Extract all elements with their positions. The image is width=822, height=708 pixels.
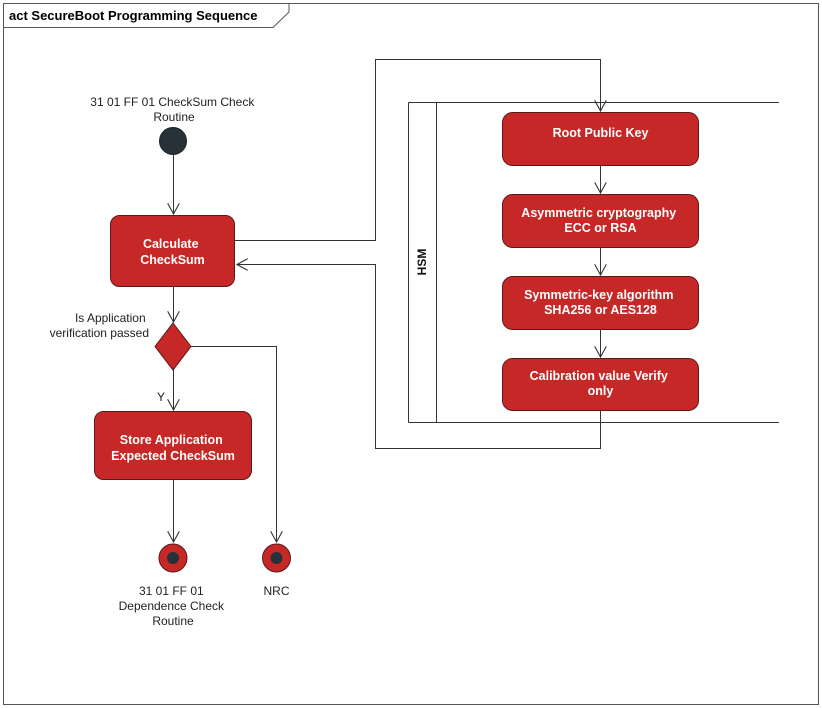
final-node-nrc-label: NRC: [264, 584, 290, 598]
activity-store-checksum[interactable]: Store Application Expected CheckSum: [94, 411, 252, 480]
final-node-nrc[interactable]: [262, 543, 291, 573]
final-node-dependence[interactable]: [158, 543, 188, 573]
activity-symmetric-key[interactable]: Symmetric-key algorithm SHA256 or AES128: [502, 276, 699, 330]
activity-calculate-checksum[interactable]: Calculate CheckSum: [110, 215, 235, 287]
frame-title: act SecureBoot Programming Sequence: [9, 8, 258, 23]
activity-store-label: Store Application Expected CheckSum: [111, 433, 235, 463]
initial-node-label: 31 01 FF 01 CheckSum Check Routine: [90, 95, 257, 124]
diagram-frame: [3, 3, 819, 705]
final-node-dependence-label: 31 01 FF 01 Dependence Check Routine: [119, 584, 228, 628]
flow-calibration-to-calculate: [237, 265, 601, 449]
initial-node[interactable]: [159, 127, 187, 155]
activity-root-public-key[interactable]: Root Public Key: [502, 112, 699, 166]
activity-asymmetric-cryptography[interactable]: Asymmetric cryptography ECC or RSA: [502, 194, 699, 248]
flow-decision-no: [190, 346, 277, 543]
flow-calculate-to-root-key: [235, 59, 601, 241]
frame-title-tab: [3, 3, 290, 28]
activity-calibration-verify[interactable]: Calibration value Verify only: [502, 358, 699, 411]
activity-calibration-label: Calibration value Verify only: [530, 369, 672, 398]
hsm-partition-label: HSM: [415, 249, 429, 276]
decision-node[interactable]: [154, 322, 192, 371]
connectors: [174, 59, 601, 543]
hsm-partition: HSM: [408, 102, 779, 423]
decision-yes-label: Y: [157, 390, 165, 404]
activity-asymmetric-label: Asymmetric cryptography ECC or RSA: [521, 206, 679, 235]
activity-root-public-key-label: Root Public Key: [553, 126, 649, 140]
decision-label: Is Application verification passed: [50, 311, 149, 340]
activity-symmetric-label: Symmetric-key algorithm SHA256 or AES128: [524, 288, 677, 317]
activity-calculate-label: Calculate CheckSum: [140, 237, 205, 267]
